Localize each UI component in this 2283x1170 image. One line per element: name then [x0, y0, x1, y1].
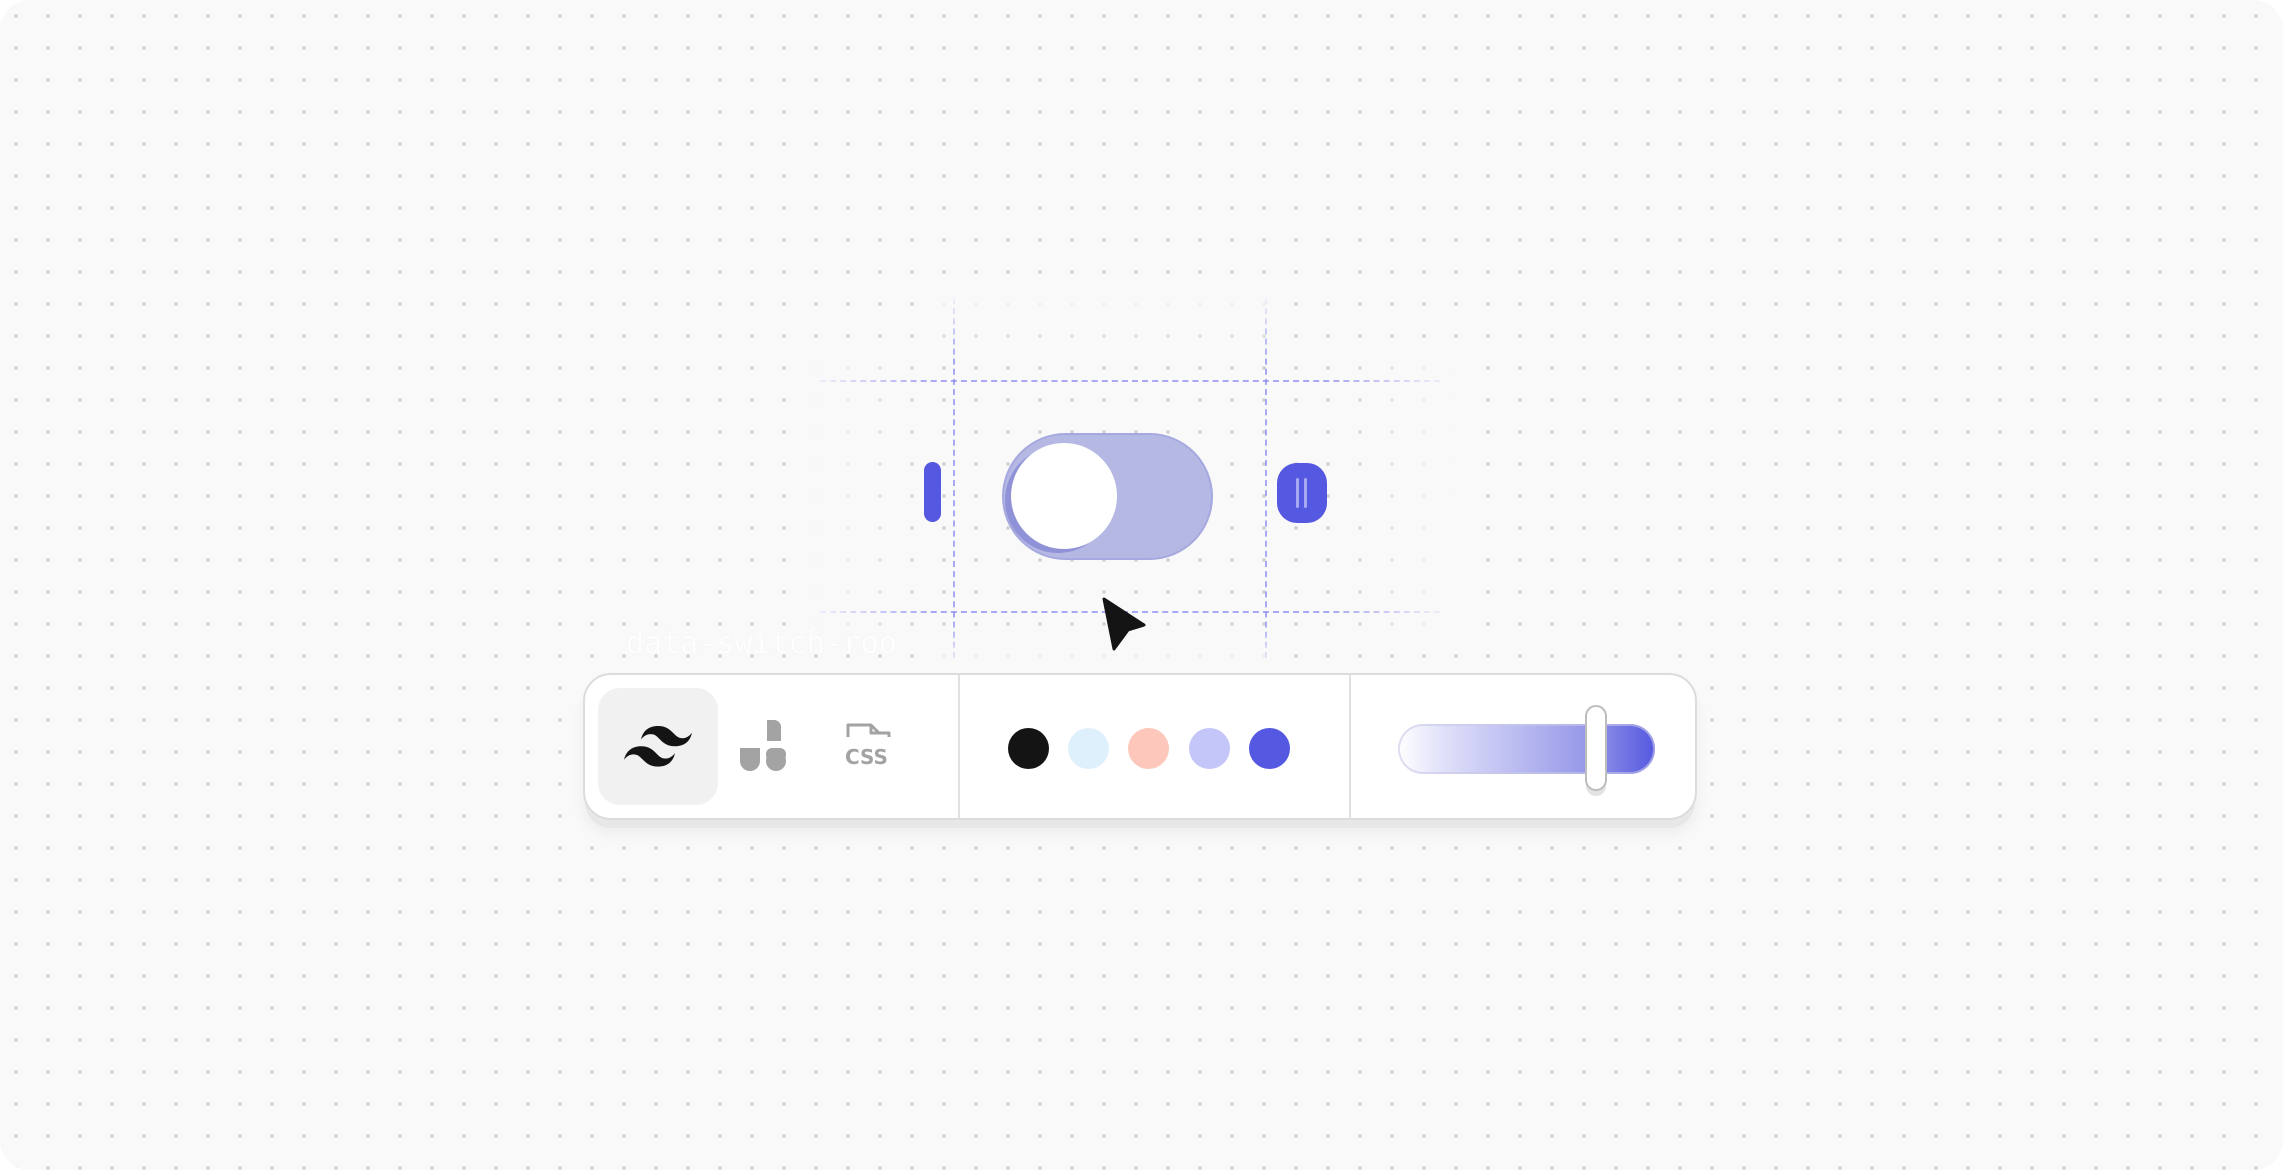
style-toolbar: CSS [583, 673, 1697, 820]
css-icon: CSS [845, 723, 891, 769]
guide-line-left [953, 298, 955, 658]
switch-toggle[interactable] [1002, 433, 1213, 560]
guide-fade [1330, 360, 1460, 630]
css-button[interactable]: CSS [810, 688, 930, 805]
svg-text:CSS: CSS [845, 745, 888, 769]
resize-handle-right-icon[interactable] [1277, 463, 1327, 523]
slider-thumb[interactable] [1585, 705, 1607, 791]
switch-thumb[interactable] [1011, 443, 1117, 549]
guide-line-right [1265, 298, 1267, 658]
grip-line [1304, 478, 1307, 508]
guide-fade [800, 360, 930, 630]
guide-fade [930, 290, 1290, 360]
stylex-button[interactable] [705, 688, 825, 805]
resize-handle-left-icon[interactable] [924, 462, 941, 522]
color-swatch-indigo[interactable] [1249, 728, 1290, 769]
color-swatch-lavender[interactable] [1189, 728, 1230, 769]
toolbar-divider [1349, 675, 1351, 818]
color-swatch-light-blue[interactable] [1068, 728, 1109, 769]
cursor-arrow-icon [1102, 597, 1146, 651]
stylex-icon [740, 719, 786, 771]
color-swatch-black[interactable] [1008, 728, 1049, 769]
tailwind-button[interactable] [598, 688, 718, 805]
toolbar-divider [958, 675, 960, 818]
intensity-slider[interactable] [1398, 724, 1655, 774]
attribute-label: data-switch-roo [626, 626, 897, 661]
guide-line-bottom [820, 611, 1440, 613]
tailwind-icon [624, 725, 692, 767]
color-swatch-peach[interactable] [1128, 728, 1169, 769]
guide-line-top [820, 380, 1440, 382]
grip-line [1296, 478, 1299, 508]
